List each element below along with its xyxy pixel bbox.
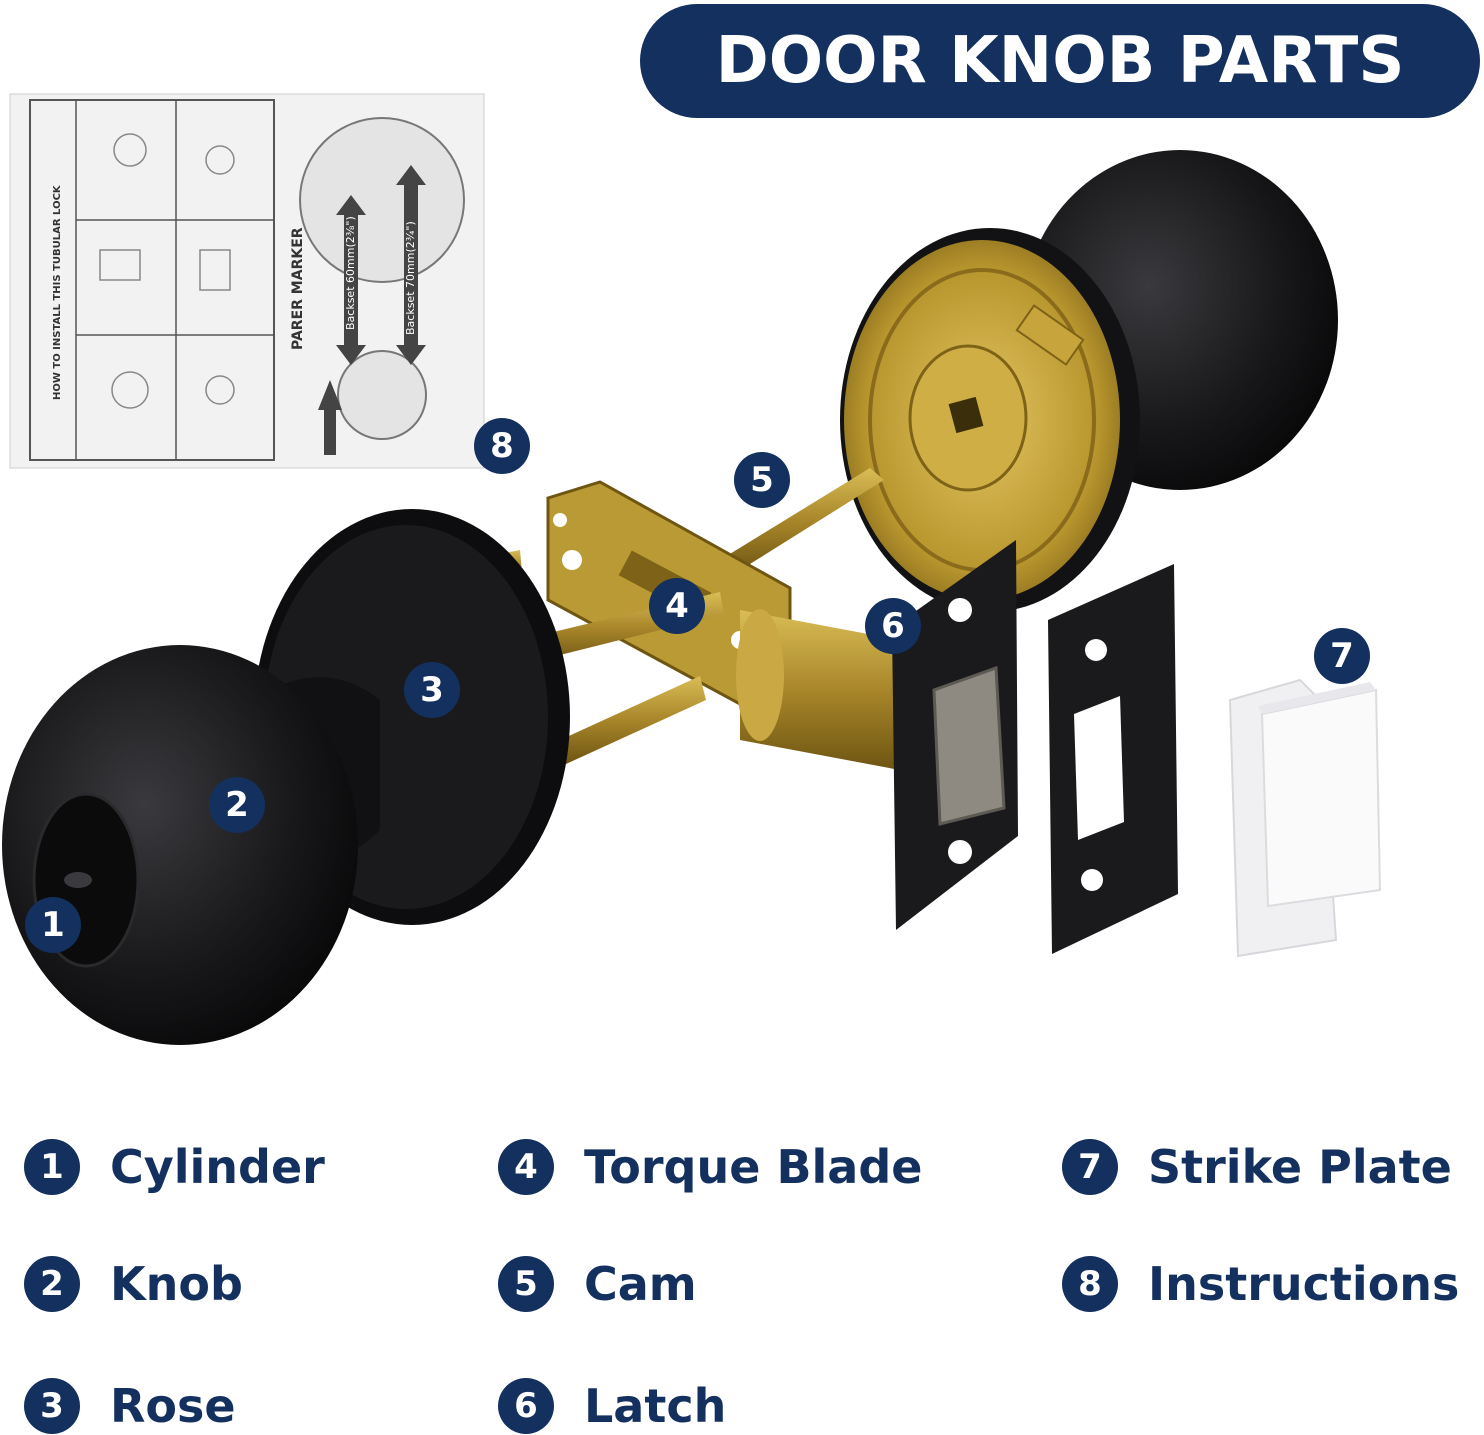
legend-item-torque-blade: 4 Torque Blade xyxy=(498,1139,922,1195)
legend-number: 6 xyxy=(498,1378,554,1434)
callout-badge-2: 2 xyxy=(209,777,265,833)
instructions-backset-60: Backset 60mm(2⅜") xyxy=(344,216,357,330)
legend-item-strike-plate: 7 Strike Plate xyxy=(1062,1139,1452,1195)
legend-item-instructions: 8 Instructions xyxy=(1062,1256,1459,1312)
legend-number: 8 xyxy=(1062,1256,1118,1312)
callout-badge-1: 1 xyxy=(25,897,81,953)
legend-label: Strike Plate xyxy=(1148,1140,1452,1194)
callout-badge-5: 5 xyxy=(734,452,790,508)
legend-label: Cam xyxy=(584,1257,697,1311)
back-rose xyxy=(840,228,1140,612)
legend-number: 3 xyxy=(24,1378,80,1434)
legend-item-latch: 6 Latch xyxy=(498,1378,726,1434)
legend-item-knob: 2 Knob xyxy=(24,1256,243,1312)
black-strike-plate xyxy=(1048,564,1178,954)
callout-badge-3: 3 xyxy=(404,662,460,718)
legend-label: Instructions xyxy=(1148,1257,1460,1311)
legend-number: 4 xyxy=(498,1139,554,1195)
white-strike-box xyxy=(1228,678,1382,958)
door-knob-illustration: HOW TO INSTALL THIS TUBULAR LOCK PARER M… xyxy=(2,93,1382,1045)
latch-faceplate xyxy=(892,540,1018,930)
instructions-backset-70: Backset 70mm(2¾") xyxy=(404,221,417,335)
legend-number: 1 xyxy=(24,1139,80,1195)
legend-item-cylinder: 1 Cylinder xyxy=(24,1139,325,1195)
legend-number: 2 xyxy=(24,1256,80,1312)
instructions-heading: HOW TO INSTALL THIS TUBULAR LOCK xyxy=(52,184,63,400)
page-title: DOOR KNOB PARTS xyxy=(715,24,1405,98)
instructions-sheet: HOW TO INSTALL THIS TUBULAR LOCK PARER M… xyxy=(9,93,485,469)
cam-spindle xyxy=(720,468,884,574)
callout-badge-7: 7 xyxy=(1314,628,1370,684)
legend-label: Knob xyxy=(110,1257,243,1311)
legend-number: 5 xyxy=(498,1256,554,1312)
legend-number: 7 xyxy=(1062,1139,1118,1195)
callout-badge-4: 4 xyxy=(649,578,705,634)
title-banner: DOOR KNOB PARTS xyxy=(640,4,1480,118)
legend-label: Torque Blade xyxy=(584,1140,923,1194)
legend-item-rose: 3 Rose xyxy=(24,1378,236,1434)
legend-label: Cylinder xyxy=(110,1140,325,1194)
callout-badge-8: 8 xyxy=(474,418,530,474)
front-knob xyxy=(2,645,380,1045)
instructions-marker: PARER MARKER xyxy=(290,227,306,350)
callout-badge-6: 6 xyxy=(865,598,921,654)
legend-label: Latch xyxy=(584,1379,727,1433)
legend-item-cam: 5 Cam xyxy=(498,1256,697,1312)
legend-label: Rose xyxy=(110,1379,236,1433)
